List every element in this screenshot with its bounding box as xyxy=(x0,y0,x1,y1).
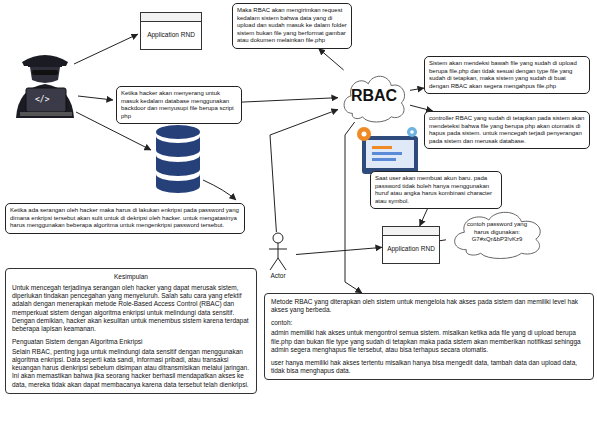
laptop-base xyxy=(20,112,72,116)
db-layer xyxy=(156,155,200,176)
node-text: Ketika hacker akan menyerang untuk masuk… xyxy=(121,90,237,120)
node-text: Untuk mencegah terjadinya serangan oleh … xyxy=(12,284,250,333)
node-text: contoh password yang harus digunakan: xyxy=(463,221,531,236)
connector-arrow xyxy=(296,247,382,254)
monitor xyxy=(362,136,418,174)
password-cloud: contoh password yang harus digunakan:G7#… xyxy=(446,206,548,259)
node-text: G7#xQr&bP3!vKz9 xyxy=(472,236,523,244)
callout-box: Saat user akan membuat akun baru. pada p… xyxy=(370,171,502,209)
screen-bar xyxy=(372,146,392,149)
hacker-body xyxy=(16,84,74,118)
node-text: Saat user akan membuat akun baru. pada p… xyxy=(375,175,497,205)
node-text: Sistem akan mendeksi bawah file yang sud… xyxy=(429,60,585,90)
connector-arrow xyxy=(345,122,362,293)
node-text: RBAC xyxy=(351,87,397,105)
stick-figure-lines xyxy=(269,233,287,270)
gear xyxy=(357,127,371,141)
cloud-shape xyxy=(344,76,404,122)
connector-arrow xyxy=(319,49,344,71)
screen-bar xyxy=(372,158,396,161)
leader-line xyxy=(74,34,138,64)
rbac-cloud: RBAC xyxy=(338,70,410,122)
db-layer xyxy=(156,136,200,157)
conclusion-panel: KesimpulanUntuk mencegah terjadinya sera… xyxy=(5,268,257,394)
node-text: Application RND xyxy=(144,31,198,39)
gear-hole xyxy=(362,132,367,137)
node-text: controller RBAC yang sudah di tetapkan p… xyxy=(429,115,585,145)
node-text: contoh: xyxy=(271,319,587,327)
db-top xyxy=(156,125,200,139)
actor-limbs xyxy=(269,243,287,270)
gear xyxy=(407,127,417,137)
db-layer xyxy=(156,174,200,193)
node-text: Metode RBAC yang diterapkan oleh sistem … xyxy=(271,298,587,314)
actor-figure: Actor xyxy=(260,232,296,280)
node-text: user hanya memiliki hak akses tertentu m… xyxy=(271,359,587,375)
hacker-face xyxy=(30,67,60,83)
hacker-laptop xyxy=(26,88,66,112)
leader-line xyxy=(78,96,113,100)
node-text: Kesimpulan xyxy=(12,273,250,281)
screen-bar xyxy=(372,152,402,155)
callout-box: Sistem akan mendeksi bawah file yang sud… xyxy=(424,56,590,94)
node-text: Ketika ada serangan oleh hacker maka har… xyxy=(10,207,240,230)
callout-box: Ketika hacker akan menyerang untuk masuk… xyxy=(116,86,242,124)
hacker-icon xyxy=(16,55,74,118)
cloud-shape xyxy=(455,212,541,258)
node-text: Actor xyxy=(260,272,296,279)
leader-line xyxy=(203,180,236,200)
actor-head xyxy=(273,233,283,243)
node-text: Selain RBAC, penting juga untuk melindun… xyxy=(12,348,250,389)
database-icon xyxy=(156,125,200,193)
laptop-code-symbol: </> xyxy=(35,95,49,104)
application-box: Application RND xyxy=(382,226,440,264)
connector-arrow xyxy=(440,239,446,241)
hacker-hat-band xyxy=(28,60,62,67)
connector-arrow xyxy=(410,88,424,90)
application-box: Application RND xyxy=(140,12,202,50)
hacker-hat xyxy=(22,55,68,66)
screen xyxy=(366,140,414,168)
callout-box: controller RBAC yang sudah di tetapkan p… xyxy=(424,111,590,149)
stick-figure xyxy=(266,232,290,272)
node-text: Penguatan Sistem dengan Algoritma Enkrip… xyxy=(12,338,250,346)
hacker-glasses xyxy=(32,70,58,75)
node-text: Application RND xyxy=(386,245,436,253)
rbac-method-panel: Metode RBAC yang diterapkan oleh sistem … xyxy=(264,293,594,380)
callout-box: Ketika ada serangan oleh hacker maka har… xyxy=(5,203,245,234)
callout-box: Maka RBAC akan mengirimkan request kedal… xyxy=(232,3,352,49)
gear-hole xyxy=(410,130,414,134)
connector-arrow xyxy=(420,209,428,226)
connector-arrow xyxy=(242,98,338,102)
node-text: admin memiliki hak akses untuk mengontro… xyxy=(271,329,587,353)
connector-arrow xyxy=(270,110,338,233)
node-text: Maka RBAC akan mengirimkan request kedal… xyxy=(237,7,347,45)
